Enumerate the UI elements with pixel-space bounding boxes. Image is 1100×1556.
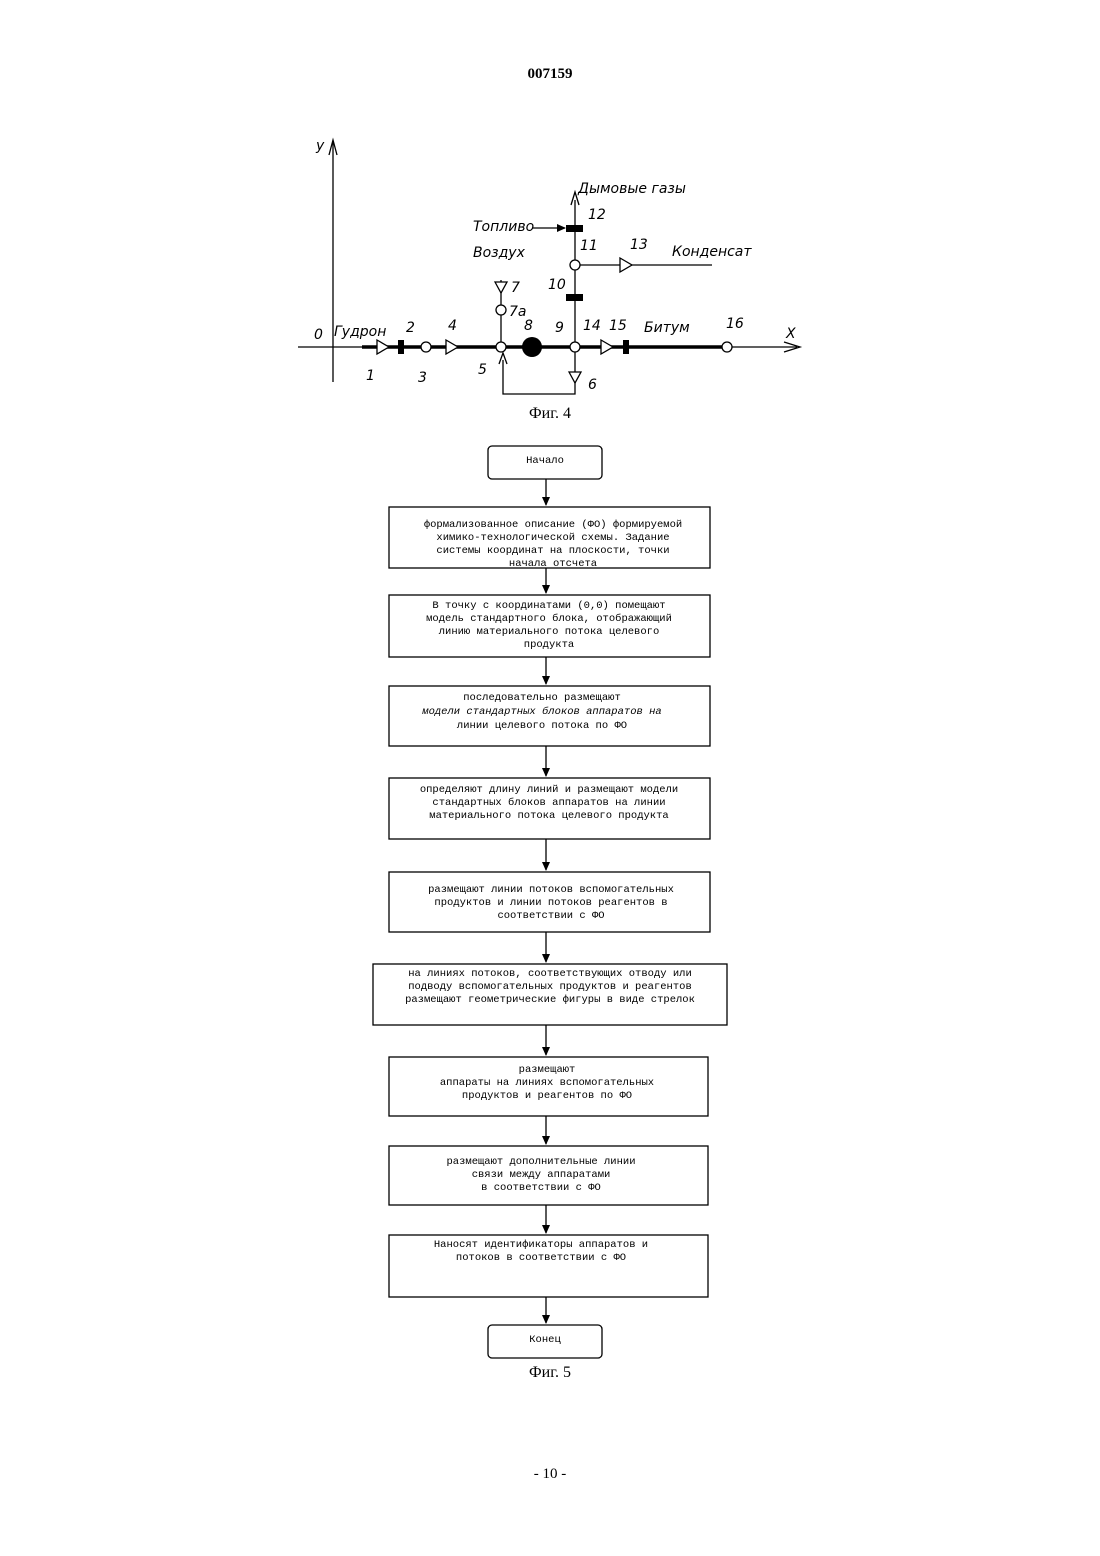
label-num-3: 3	[418, 370, 427, 386]
label-num-15: 15	[609, 318, 627, 334]
step5-line2: продуктов и линии потоков реагентов в	[434, 897, 667, 909]
flow-start-label: Начало	[526, 455, 564, 467]
step2-line2: модель стандартного блока, отображающий	[426, 612, 672, 625]
step8-line2: связи между аппаратами	[472, 1169, 611, 1181]
label-gudron: Гудрон	[334, 324, 386, 340]
step3-line2: модели стандартных блоков аппаратов на	[421, 705, 661, 718]
label-num-7: 7	[511, 280, 520, 296]
step6-line2: подводу вспомогательных продуктов и реаг…	[408, 981, 692, 993]
node-7a	[496, 305, 506, 315]
reactor-8	[522, 337, 542, 357]
step1-line3: системы координат на плоскости, точки	[436, 545, 669, 557]
node-11	[570, 260, 580, 270]
label-num-9: 9	[555, 320, 564, 336]
step1-line2: химико-технологической схемы. Задание	[436, 532, 669, 544]
step3-line1: последовательно размещают	[463, 692, 621, 704]
x-axis-label: X	[785, 326, 796, 342]
flow-arrow-14	[601, 340, 613, 354]
block-10	[566, 294, 583, 301]
label-num-13: 13	[630, 237, 648, 253]
flow-arrow-1	[377, 340, 389, 354]
label-dymovye-gazy: Дымовые газы	[577, 181, 686, 197]
step9-line2: потоков в соответствии с ФО	[456, 1252, 626, 1264]
block-2	[398, 340, 404, 354]
flow-arrow-13	[620, 258, 632, 272]
label-toplivo: Топливо	[473, 219, 534, 235]
page-number: - 10 -	[0, 1466, 1100, 1483]
step5-line1: размещают линии потоков вспомогательных	[428, 884, 674, 896]
block-12	[566, 225, 583, 232]
y-axis-label: y	[315, 138, 325, 154]
label-num-6: 6	[588, 377, 597, 393]
node-9	[570, 342, 580, 352]
step3-line3: линии целевого потока по ФО	[457, 720, 627, 732]
block-15	[623, 340, 629, 354]
step6-line1: на линиях потоков, соответствующих отвод…	[408, 968, 692, 980]
step8-line3: в соответствии с ФО	[481, 1182, 601, 1194]
flow-end-label: Конец	[529, 1334, 561, 1346]
label-num-4: 4	[448, 318, 457, 334]
step5-line3: соответствии с ФО	[497, 910, 604, 922]
step2-line4: продукта	[524, 639, 574, 651]
label-kondensat: Конденсат	[672, 244, 752, 260]
label-num-11: 11	[580, 238, 598, 254]
flow-arrow-4	[446, 340, 458, 354]
label-num-16: 16	[726, 316, 744, 332]
figure-4: y X 0 Гудрон Битум Воздух Топливо Дымовы…	[298, 138, 800, 422]
flow-arrow-7	[495, 282, 507, 293]
label-num-10: 10	[548, 277, 566, 293]
step4-line3: материального потока целевого продукта	[429, 810, 668, 822]
label-num-8: 8	[524, 318, 533, 334]
step1-line4: начала отсчета	[509, 558, 597, 570]
step7-line3: продуктов и реагентов по ФО	[462, 1090, 632, 1102]
flow-arrow-6	[569, 372, 581, 383]
step7-line2: аппараты на линиях вспомогательных	[440, 1077, 654, 1089]
step2-line3: линию материального потока целевого	[439, 626, 660, 638]
step6-line3: размещают геометрические фигуры в виде с…	[405, 993, 695, 1006]
step4-line2: стандартных блоков аппаратов на линии	[432, 796, 665, 809]
label-num-14: 14	[583, 318, 601, 334]
step2-line1: В точку с координатами (0,0) помещают	[432, 600, 665, 612]
node-5	[496, 342, 506, 352]
label-num-12: 12	[588, 207, 606, 223]
node-16	[722, 342, 732, 352]
label-num-5: 5	[478, 362, 487, 378]
step9-line1: Наносят идентификаторы аппаратов и	[434, 1238, 648, 1251]
origin-label: 0	[314, 327, 323, 343]
step7-line1: размещают	[519, 1064, 576, 1076]
node-3	[421, 342, 431, 352]
label-vozduh: Воздух	[473, 245, 526, 261]
fig4-caption: Фиг. 4	[529, 405, 571, 422]
step8-line1: размещают дополнительные линии	[446, 1156, 635, 1168]
label-num-2: 2	[406, 320, 415, 336]
label-num-1: 1	[366, 368, 375, 384]
step1-line1: формализованное описание (ФО) формируемо…	[424, 518, 682, 531]
recycle-line	[503, 352, 575, 394]
step4-line1: определяют длину линий и размещают модел…	[420, 784, 678, 796]
label-bitum: Битум	[644, 320, 690, 336]
fig5-caption: Фиг. 5	[529, 1364, 571, 1381]
